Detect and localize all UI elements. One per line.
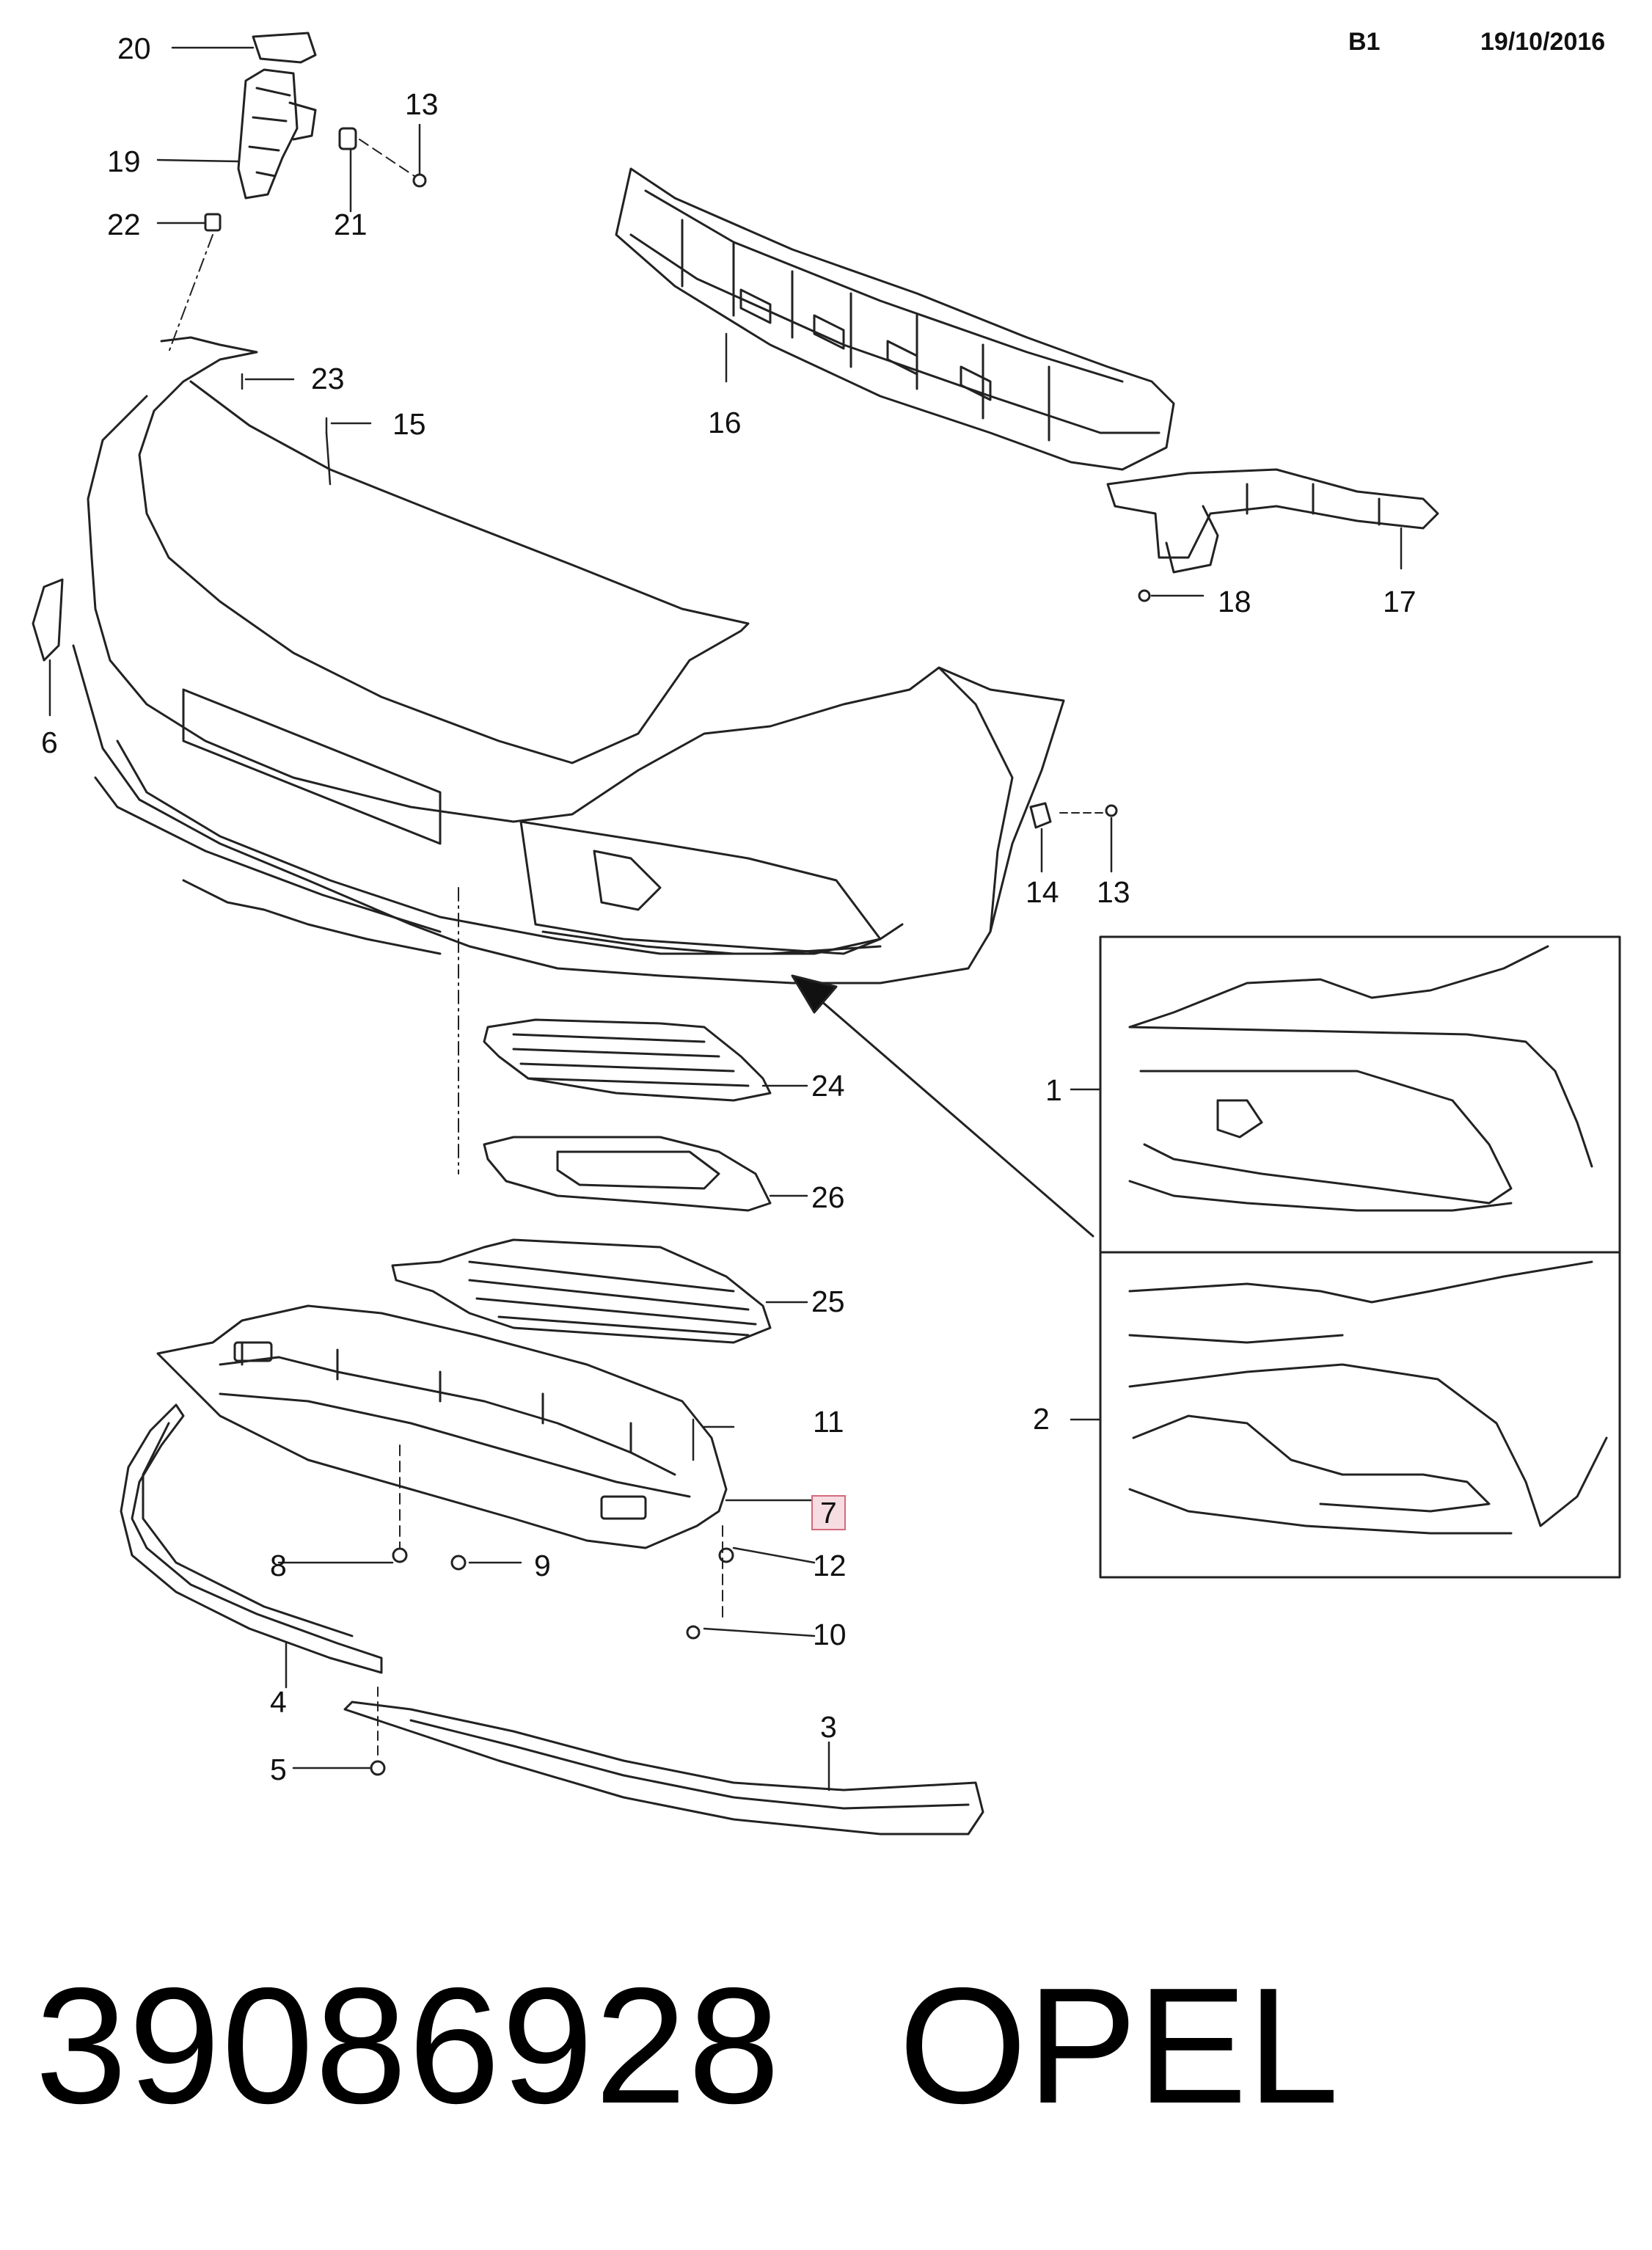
brand-name: OPEL [899, 1953, 1339, 2138]
callout-21: 21 [334, 208, 368, 241]
callout-6: 6 [41, 726, 58, 759]
callout-7-highlighted: 7 [811, 1495, 846, 1530]
callout-14: 14 [1026, 875, 1059, 909]
callout-24: 24 [811, 1069, 845, 1103]
fog-lamp-grilles [391, 1018, 808, 1344]
callout-23: 23 [311, 362, 345, 395]
callout-11: 11 [813, 1405, 844, 1439]
callout-8: 8 [270, 1549, 287, 1582]
callout-26: 26 [811, 1180, 845, 1214]
front-bumper-cover [32, 336, 1118, 1175]
side-bracket [1106, 468, 1439, 602]
callout-2: 2 [1033, 1402, 1050, 1436]
callout-18: 18 [1218, 585, 1251, 618]
callout-5: 5 [270, 1753, 287, 1786]
callout-13-lower: 13 [1097, 875, 1130, 909]
diagram-date: 19/10/2016 [1480, 28, 1606, 56]
detail-panel-1 [1070, 935, 1621, 1254]
callout-17: 17 [1383, 585, 1417, 618]
callout-25: 25 [811, 1285, 845, 1318]
callout-16: 16 [708, 406, 742, 439]
callout-13: 13 [405, 87, 439, 121]
callout-12: 12 [813, 1549, 847, 1582]
lower-spoilers [120, 1403, 984, 1836]
callout-1: 1 [1045, 1073, 1062, 1107]
callout-19: 19 [107, 145, 141, 178]
callout-15: 15 [392, 407, 426, 441]
callout-4: 4 [270, 1685, 287, 1719]
callout-22: 22 [107, 208, 141, 241]
detail-panel-2 [1070, 1251, 1621, 1579]
sheet-code: B1 [1348, 28, 1381, 56]
callout-10: 10 [813, 1618, 847, 1651]
upper-bracket-assembly [156, 32, 427, 353]
callout-9: 9 [534, 1549, 551, 1582]
underbody-skid-plate [156, 1304, 816, 1640]
callout-3: 3 [820, 1710, 837, 1744]
part-number: 39086928 [35, 1953, 782, 2138]
detail-pointer-arrow [791, 974, 1094, 1238]
callout-20: 20 [117, 32, 151, 65]
impact-absorber-beam [615, 167, 1175, 471]
